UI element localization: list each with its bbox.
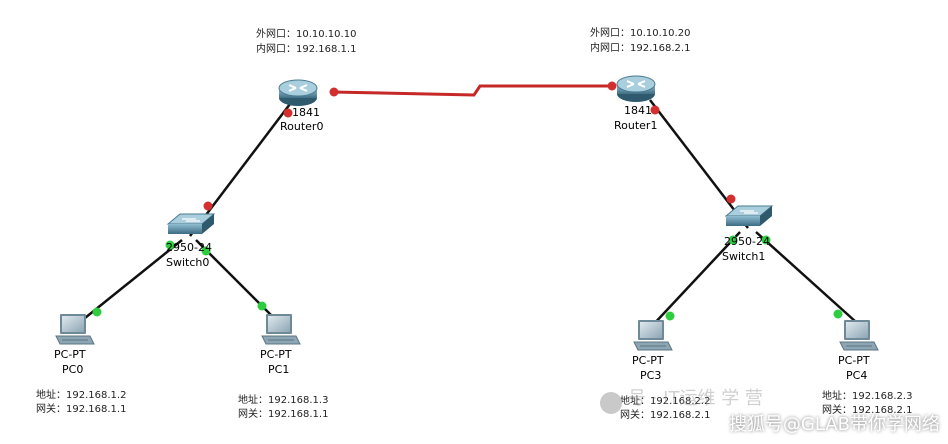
port-dot-up xyxy=(257,301,267,311)
pc4-address-note: 地址：192.168.2.3 xyxy=(822,391,913,402)
pc-icon[interactable] xyxy=(55,314,95,345)
router0-model-label: 1841 xyxy=(292,106,320,119)
port-dot-up xyxy=(665,311,675,321)
switch0-model-label: 2950-24 xyxy=(166,241,212,254)
pc0-model-label: PC-PT xyxy=(54,348,86,361)
port-dot-up xyxy=(761,235,771,245)
port-status-dots xyxy=(92,81,843,321)
switch-icon[interactable] xyxy=(166,213,216,234)
router0-name-label: Router0 xyxy=(280,120,324,133)
port-dot-down xyxy=(329,87,339,97)
switch0-name-label: Switch0 xyxy=(166,256,210,269)
watermark-faded-text: 号 · IT运维 学 营 xyxy=(628,388,763,409)
watermark-logo-icon xyxy=(600,392,622,414)
pc0-gateway-note: 网关：192.168.1.1 xyxy=(36,404,127,415)
pc4-model-label: PC-PT xyxy=(838,354,870,367)
router1-model-label: 1841 xyxy=(624,104,652,117)
watermark-text: 搜狐号@GLAB带你学网络 xyxy=(728,414,940,435)
link-router1-switch1 xyxy=(649,99,749,229)
pc0-address-note: 地址：192.168.1.2 xyxy=(36,390,127,401)
serial-link-router0-router1 xyxy=(331,84,612,97)
pc-icon[interactable] xyxy=(839,320,879,351)
router-icon[interactable] xyxy=(278,79,318,106)
port-dot-down xyxy=(283,108,293,118)
port-dot-up xyxy=(833,309,843,319)
port-dot-down xyxy=(607,81,617,91)
port-dot-down xyxy=(203,201,213,211)
port-dot-up xyxy=(165,240,175,250)
pc-icon[interactable] xyxy=(261,314,301,345)
link-switch1-pc3 xyxy=(651,231,741,327)
pc4-gateway-note: 网关：192.168.2.1 xyxy=(822,405,913,416)
port-dot-down xyxy=(726,194,736,204)
port-dot-down xyxy=(650,105,660,115)
pc1-address-note: 地址：192.168.1.3 xyxy=(238,395,329,406)
port-dot-up xyxy=(92,307,102,317)
router1-wan-note: 外网口：10.10.10.20 xyxy=(590,28,691,39)
port-dot-up xyxy=(201,246,211,256)
router0-lan-note: 内网口：192.168.1.1 xyxy=(256,44,357,55)
pc1-gateway-note: 网关：192.168.1.1 xyxy=(238,409,329,420)
switch1-model-label: 2950-24 xyxy=(724,235,770,248)
pc1-model-label: PC-PT xyxy=(260,348,292,361)
pc0-name-label: PC0 xyxy=(62,363,84,376)
link-switch1-pc4 xyxy=(755,231,857,323)
port-dot-up xyxy=(728,235,738,245)
pc3-gateway-note: 网关：192.168.2.1 xyxy=(620,410,711,421)
pc-icon[interactable] xyxy=(633,320,673,351)
router1-lan-note: 内网口：192.168.2.1 xyxy=(590,43,691,54)
router0-wan-note: 外网口：10.10.10.10 xyxy=(256,29,357,40)
pc3-name-label: PC3 xyxy=(640,369,662,382)
pc1-name-label: PC1 xyxy=(268,363,290,376)
pc3-address-note: 地址：192.168.2.2 xyxy=(620,396,711,407)
pc4-name-label: PC4 xyxy=(846,369,868,382)
switch1-name-label: Switch1 xyxy=(722,250,766,263)
router-icon[interactable] xyxy=(616,75,656,102)
switch-icon[interactable] xyxy=(724,205,774,226)
router1-name-label: Router1 xyxy=(614,119,658,132)
pc3-model-label: PC-PT xyxy=(632,354,664,367)
